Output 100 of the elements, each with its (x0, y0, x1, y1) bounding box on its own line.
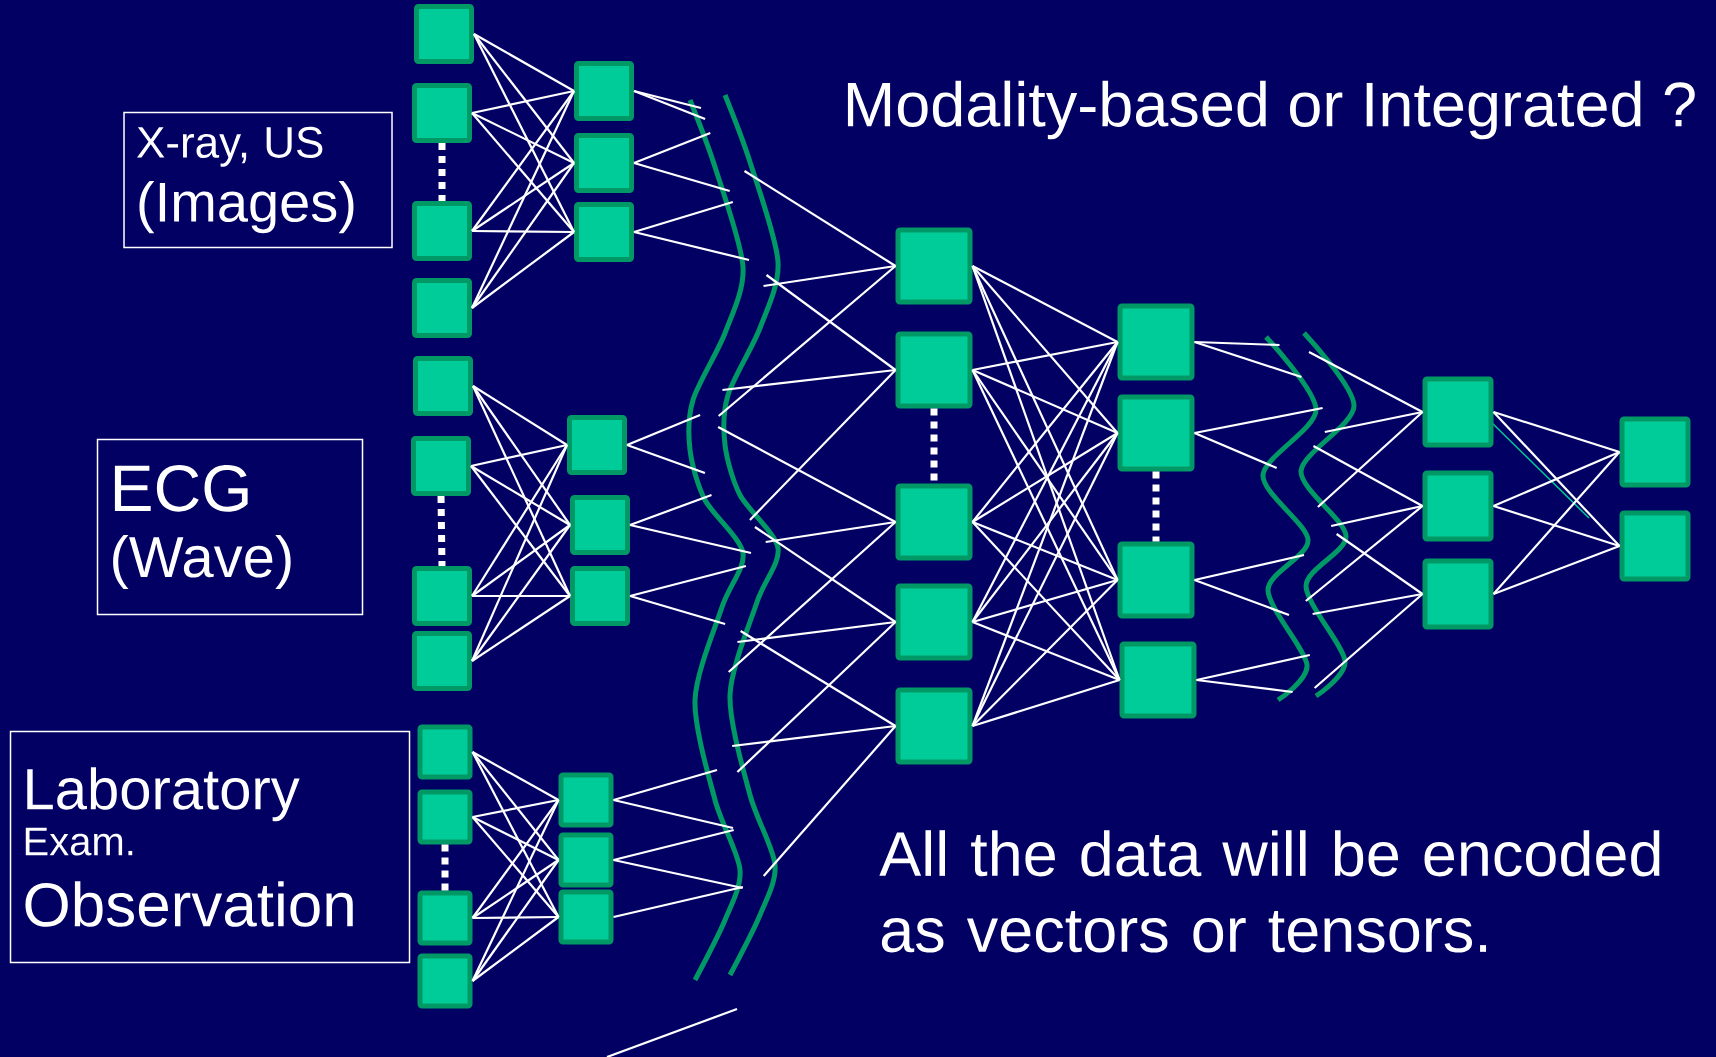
connection-line (1493, 410, 1620, 454)
connection-line (1492, 451, 1621, 595)
connection-line (765, 520, 896, 544)
connection-line (471, 751, 560, 801)
connection-line (471, 859, 560, 982)
square-node (1619, 416, 1691, 488)
connection-line (972, 340, 1118, 372)
square-node (414, 4, 474, 64)
connection-line (633, 131, 711, 165)
connection-line (1312, 592, 1423, 616)
square-node (895, 687, 973, 765)
connection-line (472, 385, 571, 597)
connection-line (629, 594, 726, 626)
connection-line (971, 432, 1119, 623)
square-node (1619, 510, 1691, 582)
connection-line (626, 443, 706, 475)
connection-line (626, 414, 701, 446)
connection-line (472, 816, 559, 861)
square-node (895, 331, 973, 409)
square-node (1422, 558, 1494, 630)
connection-line (471, 444, 568, 662)
connection-line (471, 162, 575, 232)
connection-line (472, 594, 570, 598)
square-node (558, 832, 614, 888)
connection-line (471, 112, 575, 233)
square-node (413, 356, 473, 416)
square-node (895, 227, 973, 305)
connection-line (736, 621, 897, 773)
connection-line (1492, 411, 1621, 547)
dotted-line (1152, 471, 1160, 542)
connection-line (471, 524, 571, 662)
square-node (1117, 303, 1195, 381)
square-node (574, 202, 634, 262)
connection-line (471, 90, 575, 309)
connection-line (633, 89, 702, 110)
square-node (895, 483, 973, 561)
connection-line (972, 578, 1118, 624)
connection-line (971, 265, 1119, 434)
square-node (1422, 376, 1494, 448)
connection-line (1308, 351, 1424, 413)
connection-line (1305, 505, 1424, 602)
connection-line (1317, 411, 1424, 508)
connection-line (472, 915, 559, 920)
square-node (570, 566, 630, 626)
dotted-line (441, 844, 449, 891)
connection-line (1194, 340, 1302, 379)
connection-line (765, 274, 897, 371)
connection-line (1324, 410, 1423, 434)
connection-line (763, 264, 896, 288)
connection-line (1493, 451, 1620, 507)
connection-line (971, 341, 1119, 523)
connection-line (473, 33, 575, 92)
connection-line (1336, 533, 1424, 595)
square-node (412, 201, 472, 261)
connection-line (629, 523, 752, 555)
square-node (1117, 394, 1195, 472)
label-box: Laboratory Exam. Observation (9, 730, 411, 964)
square-node (558, 889, 614, 945)
square-node (570, 495, 630, 555)
connection-line (1194, 340, 1280, 347)
label-box: X-ray, US (Images) (123, 111, 393, 249)
label-box: ECG (Wave) (96, 438, 364, 616)
square-node (895, 583, 973, 661)
connection-line (971, 432, 1119, 523)
connection-line (972, 620, 1120, 682)
connection-line (471, 231, 575, 309)
connection-line (633, 161, 730, 193)
connection-line (1313, 593, 1424, 689)
connection-line (613, 768, 718, 802)
square-node (574, 133, 634, 193)
connection-line (470, 465, 571, 526)
square-node (558, 772, 614, 828)
connection-line (629, 564, 747, 598)
connection-line (1312, 445, 1424, 507)
connection-line (737, 620, 896, 644)
square-node (412, 83, 472, 143)
connection-line (717, 426, 897, 523)
connection-line (613, 828, 734, 862)
square-node (417, 724, 473, 780)
connection-line (971, 341, 1119, 727)
connection-line (629, 493, 712, 527)
note-text: All the data will be encoded as vectors or tensors. (879, 830, 1660, 953)
heading-text: Modality-based or Integrated ? (847, 80, 1695, 140)
connection-line (471, 524, 571, 597)
connection-line (722, 368, 896, 392)
connection-line (718, 265, 897, 417)
square-node (417, 890, 473, 946)
connection-line (971, 369, 1121, 681)
connection-line (472, 385, 568, 446)
connection-line (1196, 678, 1293, 694)
connection-line (754, 526, 897, 623)
connection-line (1194, 578, 1290, 617)
connection-line (971, 521, 1121, 681)
connection-line (471, 916, 560, 982)
connection-line (471, 90, 575, 232)
connection-line (972, 265, 1118, 343)
connection-line (971, 579, 1119, 727)
square-node (574, 61, 634, 121)
square-node (411, 436, 471, 496)
connection-line (471, 751, 560, 861)
